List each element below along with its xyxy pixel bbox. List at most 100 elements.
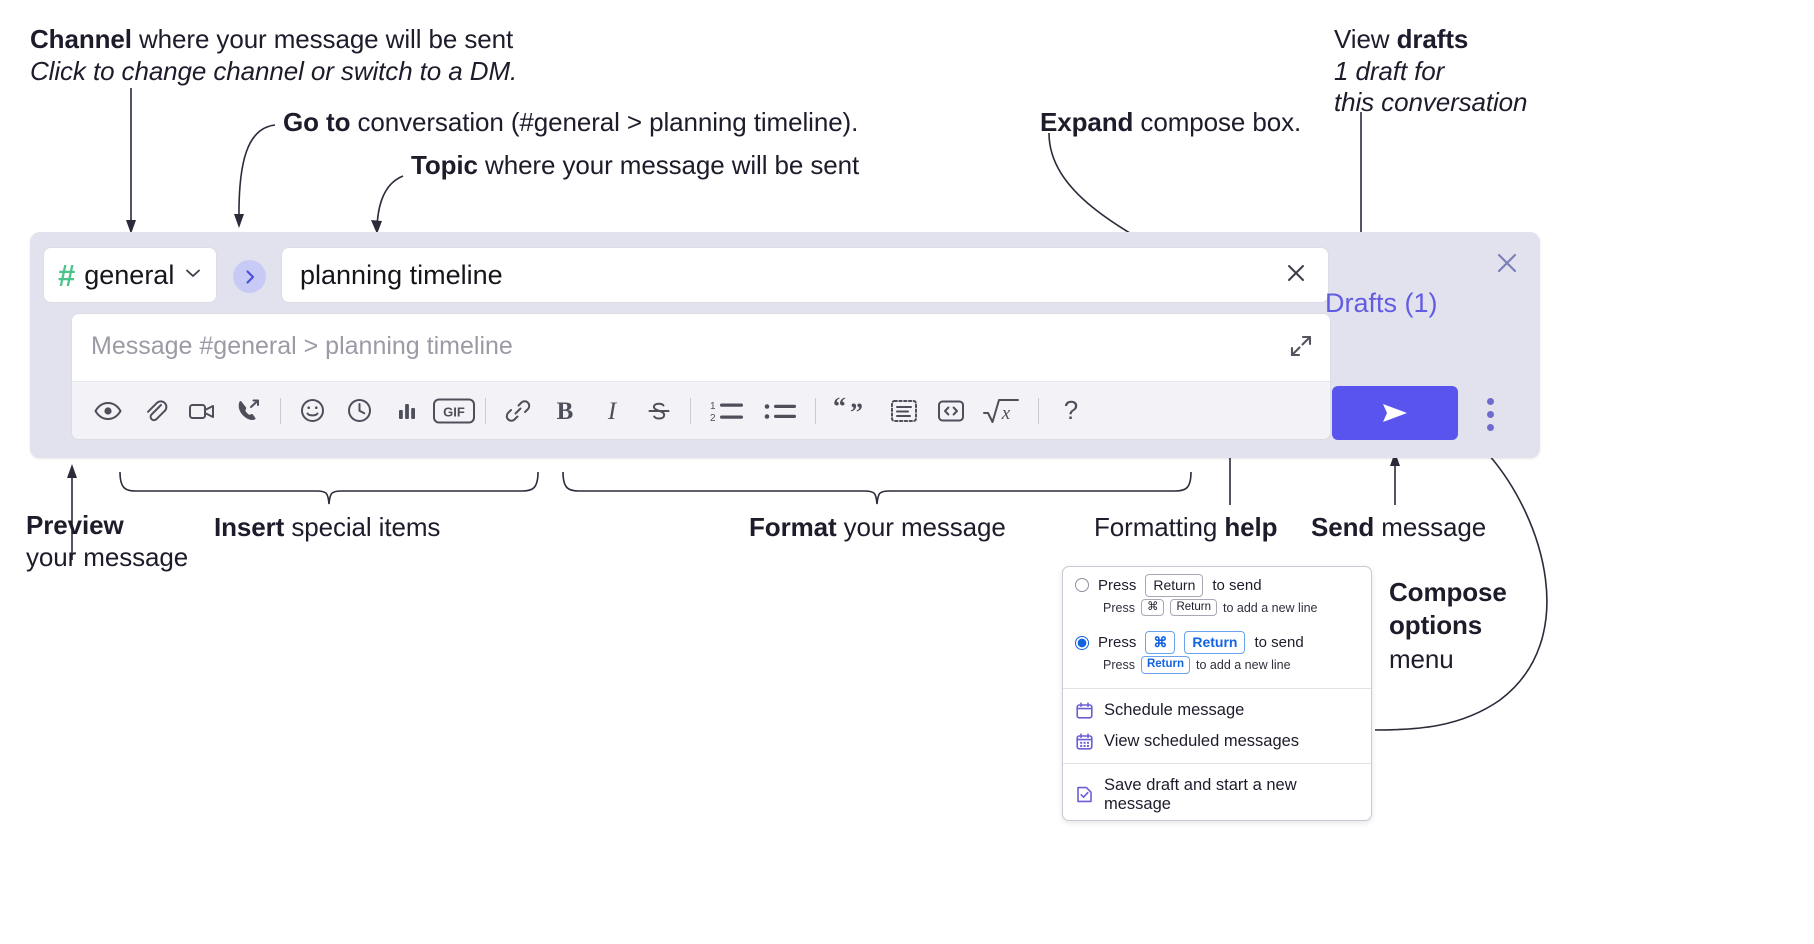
annotation-compose-options-bold2: options	[1389, 610, 1483, 641]
annotation-compose-options: Compose options menu	[1389, 576, 1507, 676]
calendar-grid-icon	[1075, 732, 1094, 751]
annotation-channel-rest: where your message will be sent	[131, 24, 514, 54]
menu-item-view-scheduled-messages[interactable]: View scheduled messages	[1063, 726, 1371, 757]
annotation-channel-italic: Click to change channel or switch to a D…	[30, 55, 518, 86]
menu-item-schedule-message[interactable]: Schedule message	[1063, 695, 1371, 726]
inline-code-icon[interactable]	[927, 389, 974, 433]
svg-text:“: “	[833, 396, 846, 421]
close-icon[interactable]	[1282, 259, 1310, 292]
annotation-compose-options-rest: menu	[1389, 643, 1454, 674]
annotation-goto-rest: conversation (#general > planning timeli…	[350, 107, 859, 137]
menu-divider	[1063, 687, 1371, 689]
annotation-help-bold: help	[1224, 512, 1278, 542]
message-input-box[interactable]: Message #general > planning timeline	[71, 313, 1331, 440]
annotation-goto-bold: Go to	[283, 107, 351, 137]
goto-conversation-button[interactable]	[233, 260, 266, 293]
toolbar-separator	[815, 397, 816, 424]
annotation-send-bold: Send	[1311, 512, 1375, 542]
svg-text:I: I	[606, 398, 617, 425]
radio-button-selected[interactable]	[1075, 635, 1089, 650]
formatting-toolbar: GIF B I 1 2	[72, 381, 1330, 439]
annotation-expand-rest: compose box.	[1133, 107, 1302, 137]
annotation-insert: Insert special items	[214, 512, 440, 544]
send-option-return[interactable]: Press Return to send	[1063, 567, 1371, 598]
video-camera-icon[interactable]	[178, 389, 225, 433]
annotation-send-rest: message	[1374, 512, 1487, 542]
phone-forward-icon[interactable]	[225, 389, 272, 433]
annotation-channel: Channel where your message will be sent …	[30, 24, 517, 87]
option2-press: Press	[1098, 634, 1137, 652]
key-chip-command: ⌘	[1140, 598, 1165, 617]
channel-selector[interactable]: # general	[43, 247, 217, 303]
topic-field[interactable]: planning timeline	[281, 247, 1329, 303]
annotation-drafts-italic2: this conversation	[1334, 87, 1528, 118]
attachment-icon[interactable]	[131, 389, 178, 433]
preview-icon[interactable]	[84, 389, 131, 433]
send-option-command-return[interactable]: Press ⌘ Return to send	[1063, 624, 1371, 655]
help-icon[interactable]: ?	[1047, 389, 1094, 433]
key-chip-return: Return	[1140, 656, 1191, 674]
svg-text:2: 2	[710, 413, 716, 424]
bullet-list-icon[interactable]	[755, 389, 807, 433]
key-chip-command: ⌘	[1145, 631, 1176, 655]
italic-icon[interactable]: I	[588, 389, 635, 433]
option2-sub-action: to add a new line	[1196, 658, 1291, 673]
annotation-send: Send message	[1311, 512, 1486, 544]
ordered-list-icon[interactable]: 1 2	[699, 389, 755, 433]
svg-text:x: x	[1001, 403, 1011, 424]
drafts-link[interactable]: Drafts (1)	[1325, 288, 1438, 318]
key-chip-return: Return	[1170, 598, 1217, 617]
compose-panel: # general planning timeline Message #gen…	[30, 232, 1540, 458]
option2-sub-press: Press	[1103, 658, 1135, 673]
close-icon[interactable]	[1492, 248, 1522, 283]
svg-text:”: ”	[850, 398, 863, 426]
strikethrough-icon[interactable]	[635, 389, 682, 433]
key-chip-return: Return	[1184, 631, 1246, 655]
compose-options-menu: Press Return to send Press ⌘ Return to a…	[1062, 566, 1372, 821]
annotation-format: Format your message	[749, 512, 1006, 544]
svg-text:GIF: GIF	[443, 404, 465, 419]
emoji-icon[interactable]	[289, 389, 336, 433]
message-placeholder: Message #general > planning timeline	[91, 332, 513, 360]
topic-value: planning timeline	[300, 259, 503, 290]
link-icon[interactable]	[494, 389, 541, 433]
annotation-format-bold: Format	[749, 512, 837, 542]
send-paper-plane-icon	[1383, 404, 1407, 422]
blockquote-icon[interactable]: “ ”	[824, 389, 880, 433]
calendar-icon	[1075, 701, 1094, 720]
annotation-goto: Go to conversation (#general > planning …	[283, 107, 858, 139]
toolbar-separator	[485, 397, 486, 424]
menu-item-save-draft[interactable]: Save draft and start a new message	[1063, 770, 1371, 820]
expand-icon[interactable]	[1286, 331, 1316, 366]
svg-text:1: 1	[710, 401, 716, 412]
annotation-preview: Preview your message	[26, 510, 188, 573]
clock-icon[interactable]	[336, 389, 383, 433]
annotation-drafts-plain: View	[1334, 24, 1397, 54]
annotation-expand: Expand compose box.	[1040, 107, 1301, 139]
bar-chart-icon[interactable]	[383, 389, 430, 433]
annotation-help-plain: Formatting	[1094, 512, 1225, 542]
send-button[interactable]	[1332, 386, 1458, 440]
math-icon[interactable]: x	[974, 389, 1030, 433]
code-block-icon[interactable]	[880, 389, 927, 433]
annotation-drafts: View drafts 1 draft for this conversatio…	[1334, 24, 1528, 119]
key-chip-return: Return	[1145, 574, 1204, 597]
annotation-insert-rest: special items	[284, 512, 441, 542]
option1-action: to send	[1212, 576, 1262, 594]
document-check-icon	[1075, 785, 1094, 804]
bold-icon[interactable]: B	[541, 389, 588, 433]
annotation-compose-options-bold1: Compose	[1389, 577, 1507, 607]
annotation-format-rest: your message	[836, 512, 1006, 542]
radio-button[interactable]	[1075, 578, 1089, 593]
annotation-channel-bold: Channel	[30, 24, 132, 54]
svg-text:?: ?	[1063, 395, 1077, 425]
toolbar-separator	[1038, 397, 1039, 424]
option1-sub-press: Press	[1103, 600, 1135, 615]
menu-item-label: View scheduled messages	[1104, 731, 1300, 750]
annotation-topic-bold: Topic	[411, 150, 478, 180]
svg-text:B: B	[556, 398, 573, 425]
menu-item-label: Schedule message	[1104, 700, 1245, 719]
gif-icon[interactable]: GIF	[430, 389, 477, 433]
compose-options-button[interactable]	[1479, 392, 1501, 436]
channel-name: general	[84, 259, 175, 290]
